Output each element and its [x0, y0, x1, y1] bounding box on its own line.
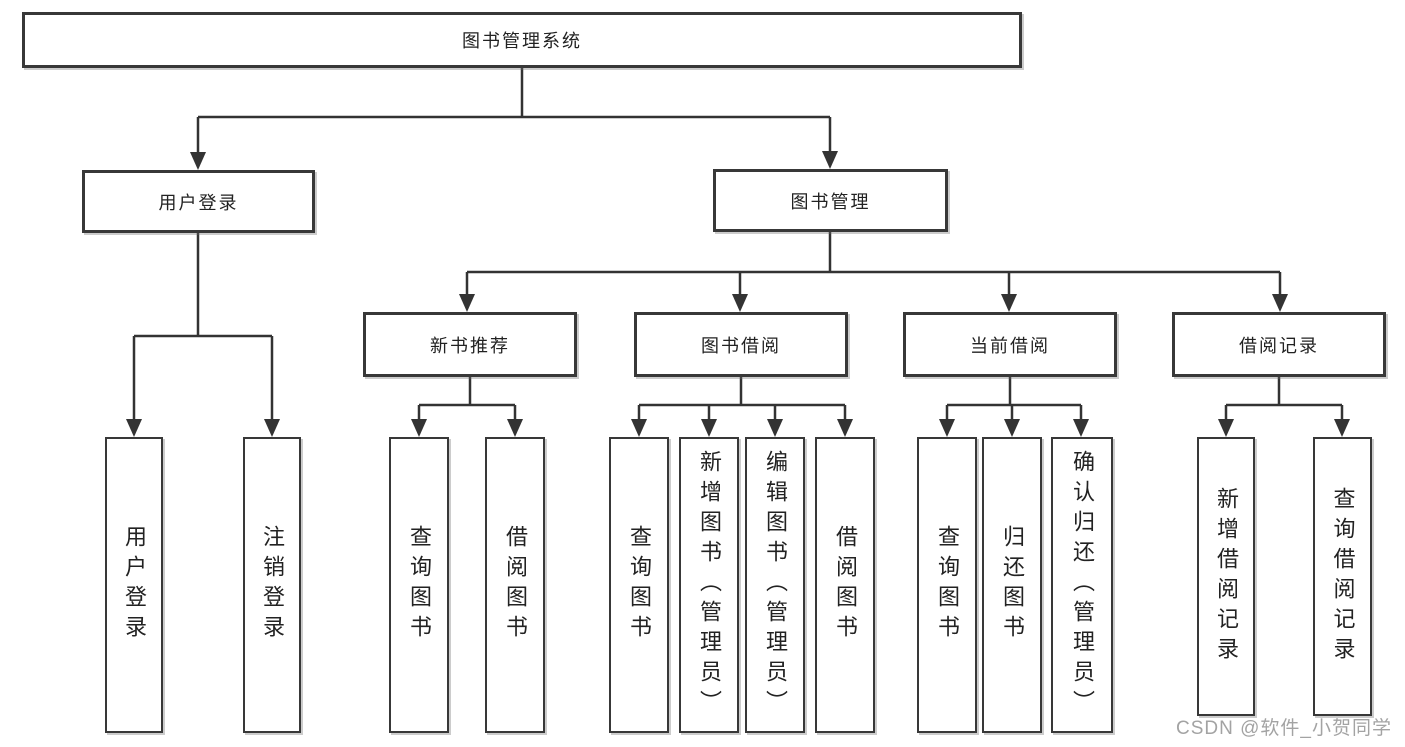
leaf-confirm-return-admin: 确认归还（管理员）	[1051, 437, 1113, 733]
leaf-edit-book-admin: 编辑图书（管理员）	[745, 437, 805, 733]
leaf-logout-label: 注销登录	[260, 525, 285, 645]
node-book-borrowing-label: 图书借阅	[701, 335, 781, 356]
node-book-management-label: 图书管理	[790, 191, 871, 212]
branch-new-books	[417, 377, 517, 421]
node-book-borrowing: 图书借阅	[634, 312, 848, 377]
branch-borrow-records	[1224, 377, 1344, 421]
node-current-borrowing-label: 当前借阅	[970, 335, 1050, 356]
branch-new-books-arrows	[411, 419, 523, 437]
leaf-query-borrow-record-label: 查询借阅记录	[1330, 486, 1356, 667]
leaf-logout: 注销登录	[243, 437, 301, 733]
node-user-login: 用户登录	[82, 170, 315, 233]
node-borrow-records-label: 借阅记录	[1239, 335, 1319, 356]
leaf-user-login-label: 用户登录	[122, 525, 147, 645]
branch-current-borrowing	[945, 377, 1083, 421]
leaf-borrow-books-borrowing: 借阅图书	[815, 437, 875, 733]
leaf-add-borrow-record-label: 新增借阅记录	[1214, 486, 1239, 667]
branch-root	[196, 68, 832, 154]
branch-book-borrowing-arrows	[631, 419, 853, 437]
leaf-add-book-admin-label: 新增图书（管理员）	[697, 450, 722, 720]
leaf-confirm-return-admin-label: 确认归还（管理员）	[1070, 450, 1095, 720]
leaf-query-books-recommend: 查询图书	[389, 437, 449, 733]
branch-book-management-arrows	[459, 294, 1288, 312]
node-borrow-records: 借阅记录	[1172, 312, 1386, 377]
branch-borrow-records-arrows	[1218, 419, 1350, 437]
leaf-user-login: 用户登录	[105, 437, 163, 733]
leaf-return-book: 归还图书	[982, 437, 1042, 733]
leaf-query-books-borrowing-label: 查询图书	[627, 525, 652, 645]
leaf-query-books-current: 查询图书	[917, 437, 977, 733]
leaf-query-books-borrowing: 查询图书	[609, 437, 669, 733]
branch-user-login	[132, 233, 274, 421]
node-library-system-label: 图书管理系统	[462, 31, 582, 51]
leaf-add-borrow-record: 新增借阅记录	[1197, 437, 1255, 716]
leaf-edit-book-admin-label: 编辑图书（管理员）	[763, 450, 788, 720]
csdn-watermark: CSDN @软件_小贺同学	[1176, 718, 1392, 739]
branch-current-borrowing-arrows	[939, 419, 1089, 437]
leaf-borrow-books-borrowing-label: 借阅图书	[833, 525, 858, 645]
branch-root-arrows	[190, 151, 838, 170]
node-library-system: 图书管理系统	[22, 12, 1022, 68]
node-new-book-recommend-label: 新书推荐	[430, 335, 510, 356]
node-current-borrowing: 当前借阅	[903, 312, 1117, 377]
leaf-query-borrow-record: 查询借阅记录	[1313, 437, 1372, 716]
leaf-borrow-books-recommend: 借阅图书	[485, 437, 545, 733]
branch-user-login-arrows	[126, 419, 280, 437]
leaf-add-book-admin: 新增图书（管理员）	[679, 437, 739, 733]
leaf-query-books-current-label: 查询图书	[935, 525, 960, 645]
node-user-login-label: 用户登录	[158, 192, 239, 213]
branch-book-borrowing	[637, 377, 847, 421]
leaf-query-books-recommend-label: 查询图书	[407, 525, 432, 645]
node-new-book-recommend: 新书推荐	[363, 312, 577, 377]
node-book-management: 图书管理	[713, 169, 948, 232]
leaf-return-book-label: 归还图书	[1000, 525, 1025, 645]
branch-book-management	[465, 232, 1282, 296]
leaf-borrow-books-recommend-label: 借阅图书	[503, 525, 528, 645]
